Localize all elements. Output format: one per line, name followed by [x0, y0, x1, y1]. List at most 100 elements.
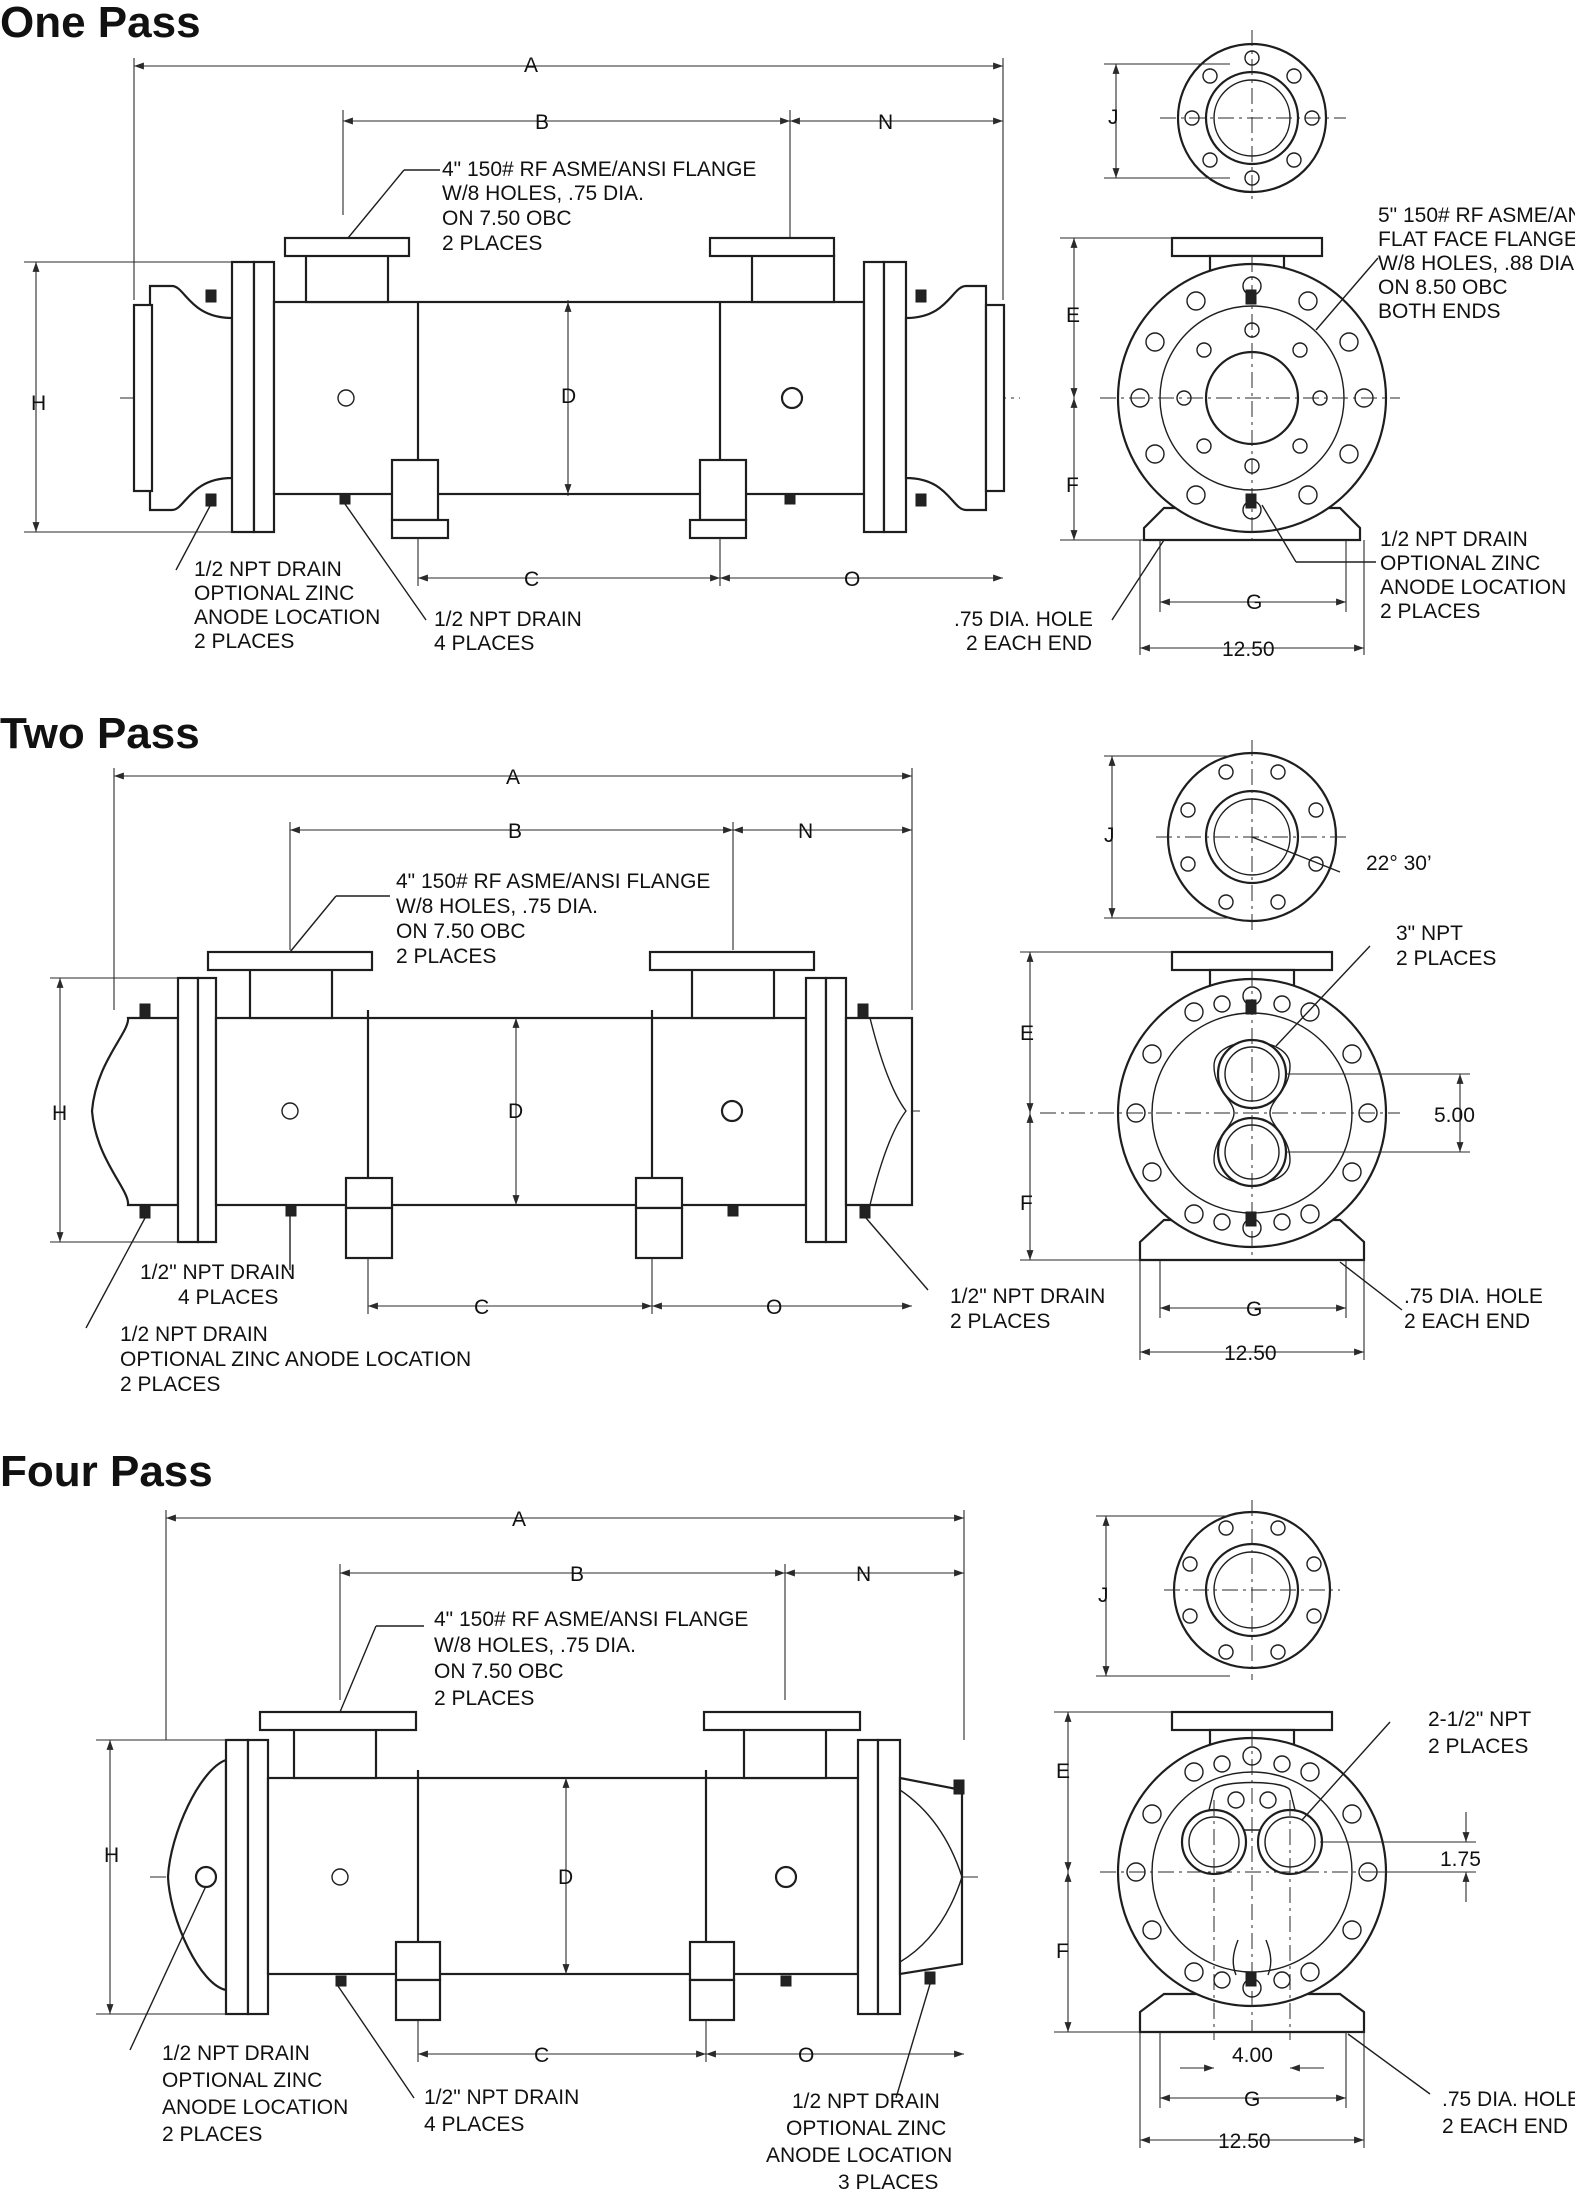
dim-width: 12.50: [1218, 2130, 1271, 2153]
svg-text:1/2 NPT DRAIN: 1/2 NPT DRAIN: [120, 1323, 268, 1346]
svg-text:FLAT FACE FLANGE: FLAT FACE FLANGE: [1378, 228, 1575, 251]
svg-text:OPTIONAL ZINC: OPTIONAL ZINC: [786, 2117, 946, 2140]
svg-text:2 EACH END: 2 EACH END: [966, 632, 1092, 655]
dim-j: J: [1108, 106, 1119, 129]
svg-text:2-1/2" NPT: 2-1/2" NPT: [1428, 1708, 1531, 1731]
two-pass-flange-note: 4" 150# RF ASME/ANSI FLANGE W/8 HOLES, .…: [396, 870, 710, 968]
four-pass-end-bolts: [1126, 1746, 1378, 1998]
four-pass-hole-note: .75 DIA. HOLE 2 EACH END: [1442, 2088, 1575, 2138]
four-pass-side-view: A B N: [96, 1508, 980, 2099]
two-pass-section: Two Pass A B N: [0, 709, 1543, 1396]
svg-text:1/2" NPT DRAIN: 1/2" NPT DRAIN: [140, 1261, 295, 1284]
four-pass-end-view: J: [1054, 1500, 1481, 2153]
two-pass-drain-left-note: 1/2 NPT DRAIN OPTIONAL ZINC ANODE LOCATI…: [120, 1323, 471, 1396]
svg-text:1/2 NPT DRAIN: 1/2 NPT DRAIN: [434, 608, 582, 631]
svg-text:W/8 HOLES, .75 DIA.: W/8 HOLES, .75 DIA.: [434, 1634, 636, 1657]
svg-text:OPTIONAL ZINC: OPTIONAL ZINC: [1380, 552, 1540, 575]
svg-text:3" NPT: 3" NPT: [1396, 922, 1463, 945]
svg-text:2 PLACES: 2 PLACES: [1380, 600, 1480, 623]
dim-f: F: [1020, 1192, 1033, 1215]
svg-text:1/2 NPT DRAIN: 1/2 NPT DRAIN: [162, 2042, 310, 2065]
dim-horizontal: 4.00: [1232, 2044, 1273, 2067]
dim-width: 12.50: [1222, 638, 1275, 661]
four-pass-section: Four Pass A B N: [0, 1447, 1575, 2191]
dim-vertical: 5.00: [1434, 1104, 1475, 1127]
two-pass-npt-note: 3" NPT 2 PLACES: [1396, 922, 1496, 970]
one-pass-hole-note: .75 DIA. HOLE 2 EACH END: [954, 608, 1093, 655]
four-pass-drain-left-note: 1/2 NPT DRAIN OPTIONAL ZINC ANODE LOCATI…: [162, 2042, 348, 2146]
svg-text:ANODE LOCATION: ANODE LOCATION: [194, 606, 380, 629]
svg-text:OPTIONAL ZINC: OPTIONAL ZINC: [194, 582, 354, 605]
svg-text:.75 DIA. HOLE: .75 DIA. HOLE: [1442, 2088, 1575, 2111]
dim-h: H: [104, 1844, 119, 1867]
svg-text:2 PLACES: 2 PLACES: [120, 1373, 220, 1396]
svg-text:ON 7.50 OBC: ON 7.50 OBC: [434, 1660, 564, 1683]
svg-text:BOTH ENDS: BOTH ENDS: [1378, 300, 1501, 323]
svg-text:1/2 NPT DRAIN: 1/2 NPT DRAIN: [1380, 528, 1528, 551]
dim-f: F: [1056, 1940, 1069, 1963]
four-pass-title: Four Pass: [0, 1447, 213, 1496]
one-pass-end-flange-note: 5" 150# RF ASME/ANSI FLAT FACE FLANGE W/…: [1378, 204, 1575, 323]
four-pass-drain-mid-note: 1/2" NPT DRAIN 4 PLACES: [424, 2086, 579, 2136]
svg-text:1/2" NPT DRAIN: 1/2" NPT DRAIN: [424, 2086, 579, 2109]
svg-text:5" 150# RF ASME/ANSI: 5" 150# RF ASME/ANSI: [1378, 204, 1575, 227]
dim-c: C: [524, 568, 539, 591]
svg-text:W/8 HOLES, .88 DIA.: W/8 HOLES, .88 DIA.: [1378, 252, 1575, 275]
dim-angle: 22° 30’: [1366, 852, 1432, 875]
dim-b: B: [508, 820, 522, 843]
dim-g: G: [1246, 1298, 1262, 1321]
dim-d: D: [561, 385, 576, 408]
dim-d: D: [558, 1866, 573, 1889]
svg-text:2 PLACES: 2 PLACES: [442, 232, 542, 255]
svg-text:2 PLACES: 2 PLACES: [396, 945, 496, 968]
svg-text:2 PLACES: 2 PLACES: [950, 1310, 1050, 1333]
svg-text:ANODE LOCATION: ANODE LOCATION: [1380, 576, 1566, 599]
dim-g: G: [1246, 591, 1262, 614]
one-pass-end-view: J: [1060, 30, 1400, 661]
svg-text:ON 7.50 OBC: ON 7.50 OBC: [442, 207, 572, 230]
svg-text:4 PLACES: 4 PLACES: [434, 632, 534, 655]
svg-text:1/2 NPT DRAIN: 1/2 NPT DRAIN: [194, 558, 342, 581]
svg-text:2 PLACES: 2 PLACES: [194, 630, 294, 653]
dim-b: B: [535, 111, 549, 134]
svg-text:4" 150# RF ASME/ANSI FLANGE: 4" 150# RF ASME/ANSI FLANGE: [442, 158, 756, 181]
svg-text:3 PLACES: 3 PLACES: [838, 2171, 938, 2191]
dim-f: F: [1066, 474, 1079, 497]
one-pass-title: One Pass: [0, 0, 201, 47]
two-pass-hole-note: .75 DIA. HOLE 2 EACH END: [1404, 1285, 1543, 1333]
one-pass-flange-note: 4" 150# RF ASME/ANSI FLANGE W/8 HOLES, .…: [442, 158, 756, 255]
dim-o: O: [844, 568, 860, 591]
dim-c: C: [534, 2044, 549, 2067]
one-pass-side-view: A B N: [24, 54, 1020, 621]
svg-text:OPTIONAL ZINC: OPTIONAL ZINC: [162, 2069, 322, 2092]
dim-n: N: [798, 820, 813, 843]
two-pass-side-view: A B N: [50, 766, 929, 1329]
dim-g: G: [1244, 2088, 1260, 2111]
svg-text:2 EACH END: 2 EACH END: [1442, 2115, 1568, 2138]
svg-text:.75 DIA. HOLE: .75 DIA. HOLE: [954, 608, 1093, 631]
one-pass-drain-right-note: 1/2 NPT DRAIN OPTIONAL ZINC ANODE LOCATI…: [1380, 528, 1566, 623]
two-pass-drain-mid-note: 1/2" NPT DRAIN 4 PLACES: [140, 1261, 295, 1309]
dim-h: H: [31, 392, 46, 415]
dim-vertical: 1.75: [1440, 1848, 1481, 1871]
two-pass-end-view: J 22° 30’: [1020, 740, 1475, 1365]
svg-text:.75 DIA. HOLE: .75 DIA. HOLE: [1404, 1285, 1543, 1308]
svg-text:ON 8.50 OBC: ON 8.50 OBC: [1378, 276, 1508, 299]
dim-e: E: [1020, 1022, 1034, 1045]
dim-h: H: [52, 1102, 67, 1125]
dim-j: J: [1098, 1584, 1109, 1607]
four-pass-drain-right-note: 1/2 NPT DRAIN OPTIONAL ZINC ANODE LOCATI…: [766, 2090, 952, 2191]
svg-text:1/2" NPT DRAIN: 1/2" NPT DRAIN: [950, 1285, 1105, 1308]
svg-text:2 PLACES: 2 PLACES: [1396, 947, 1496, 970]
dim-e: E: [1056, 1760, 1070, 1783]
svg-text:4 PLACES: 4 PLACES: [178, 1286, 278, 1309]
one-pass-section: One Pass A B N: [0, 0, 1575, 661]
svg-text:4 PLACES: 4 PLACES: [424, 2113, 524, 2136]
two-pass-drain-right-note: 1/2" NPT DRAIN 2 PLACES: [950, 1285, 1105, 1333]
two-pass-title: Two Pass: [0, 709, 200, 758]
svg-text:2 PLACES: 2 PLACES: [434, 1687, 534, 1710]
dim-width: 12.50: [1224, 1342, 1277, 1365]
dim-n: N: [878, 111, 893, 134]
dim-n: N: [856, 1563, 871, 1586]
